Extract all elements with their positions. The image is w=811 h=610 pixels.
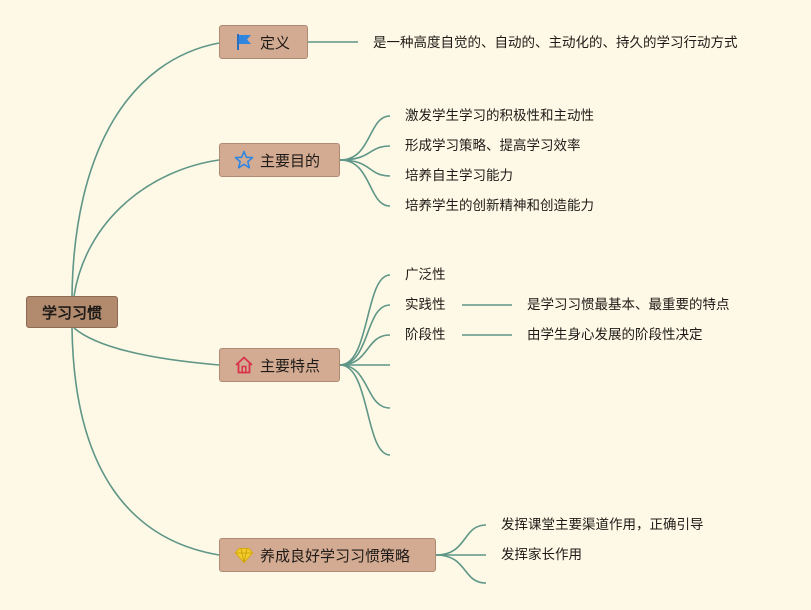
diamond-icon (234, 545, 254, 565)
root-node[interactable]: 学习习惯 (26, 296, 118, 328)
purpose-item: 培养自主学习能力 (405, 168, 513, 184)
branch-definition[interactable]: 定义 (219, 25, 308, 59)
branch-definition-label: 定义 (260, 33, 291, 52)
strategy-item: 发挥课堂主要渠道作用，正确引导 (501, 517, 704, 533)
purpose-item: 形成学习策略、提高学习效率 (405, 138, 581, 154)
branch-features[interactable]: 主要特点 (219, 348, 340, 382)
purpose-item: 培养学生的创新精神和创造能力 (405, 198, 594, 214)
star-icon (234, 150, 254, 170)
branch-strategies-label: 养成良好学习习惯策略 (260, 546, 411, 565)
root-label: 学习习惯 (41, 303, 102, 322)
definition-text: 是一种高度自觉的、自动的、主动化的、持久的学习行动方式 (373, 35, 738, 51)
purpose-item: 激发学生学习的积极性和主动性 (405, 108, 594, 124)
branch-strategies[interactable]: 养成良好学习习惯策略 (219, 538, 436, 572)
feature-item: 实践性 (405, 297, 446, 313)
flag-icon (234, 32, 254, 52)
feature-detail: 由学生身心发展的阶段性决定 (527, 327, 703, 343)
strategy-item: 发挥家长作用 (501, 547, 582, 563)
branch-purposes[interactable]: 主要目的 (219, 143, 340, 177)
feature-item: 广泛性 (405, 267, 446, 283)
house-icon (234, 355, 254, 375)
branch-purposes-label: 主要目的 (260, 151, 321, 170)
branch-features-label: 主要特点 (260, 356, 321, 375)
feature-item: 阶段性 (405, 327, 446, 343)
feature-detail: 是学习习惯最基本、最重要的特点 (527, 297, 730, 313)
